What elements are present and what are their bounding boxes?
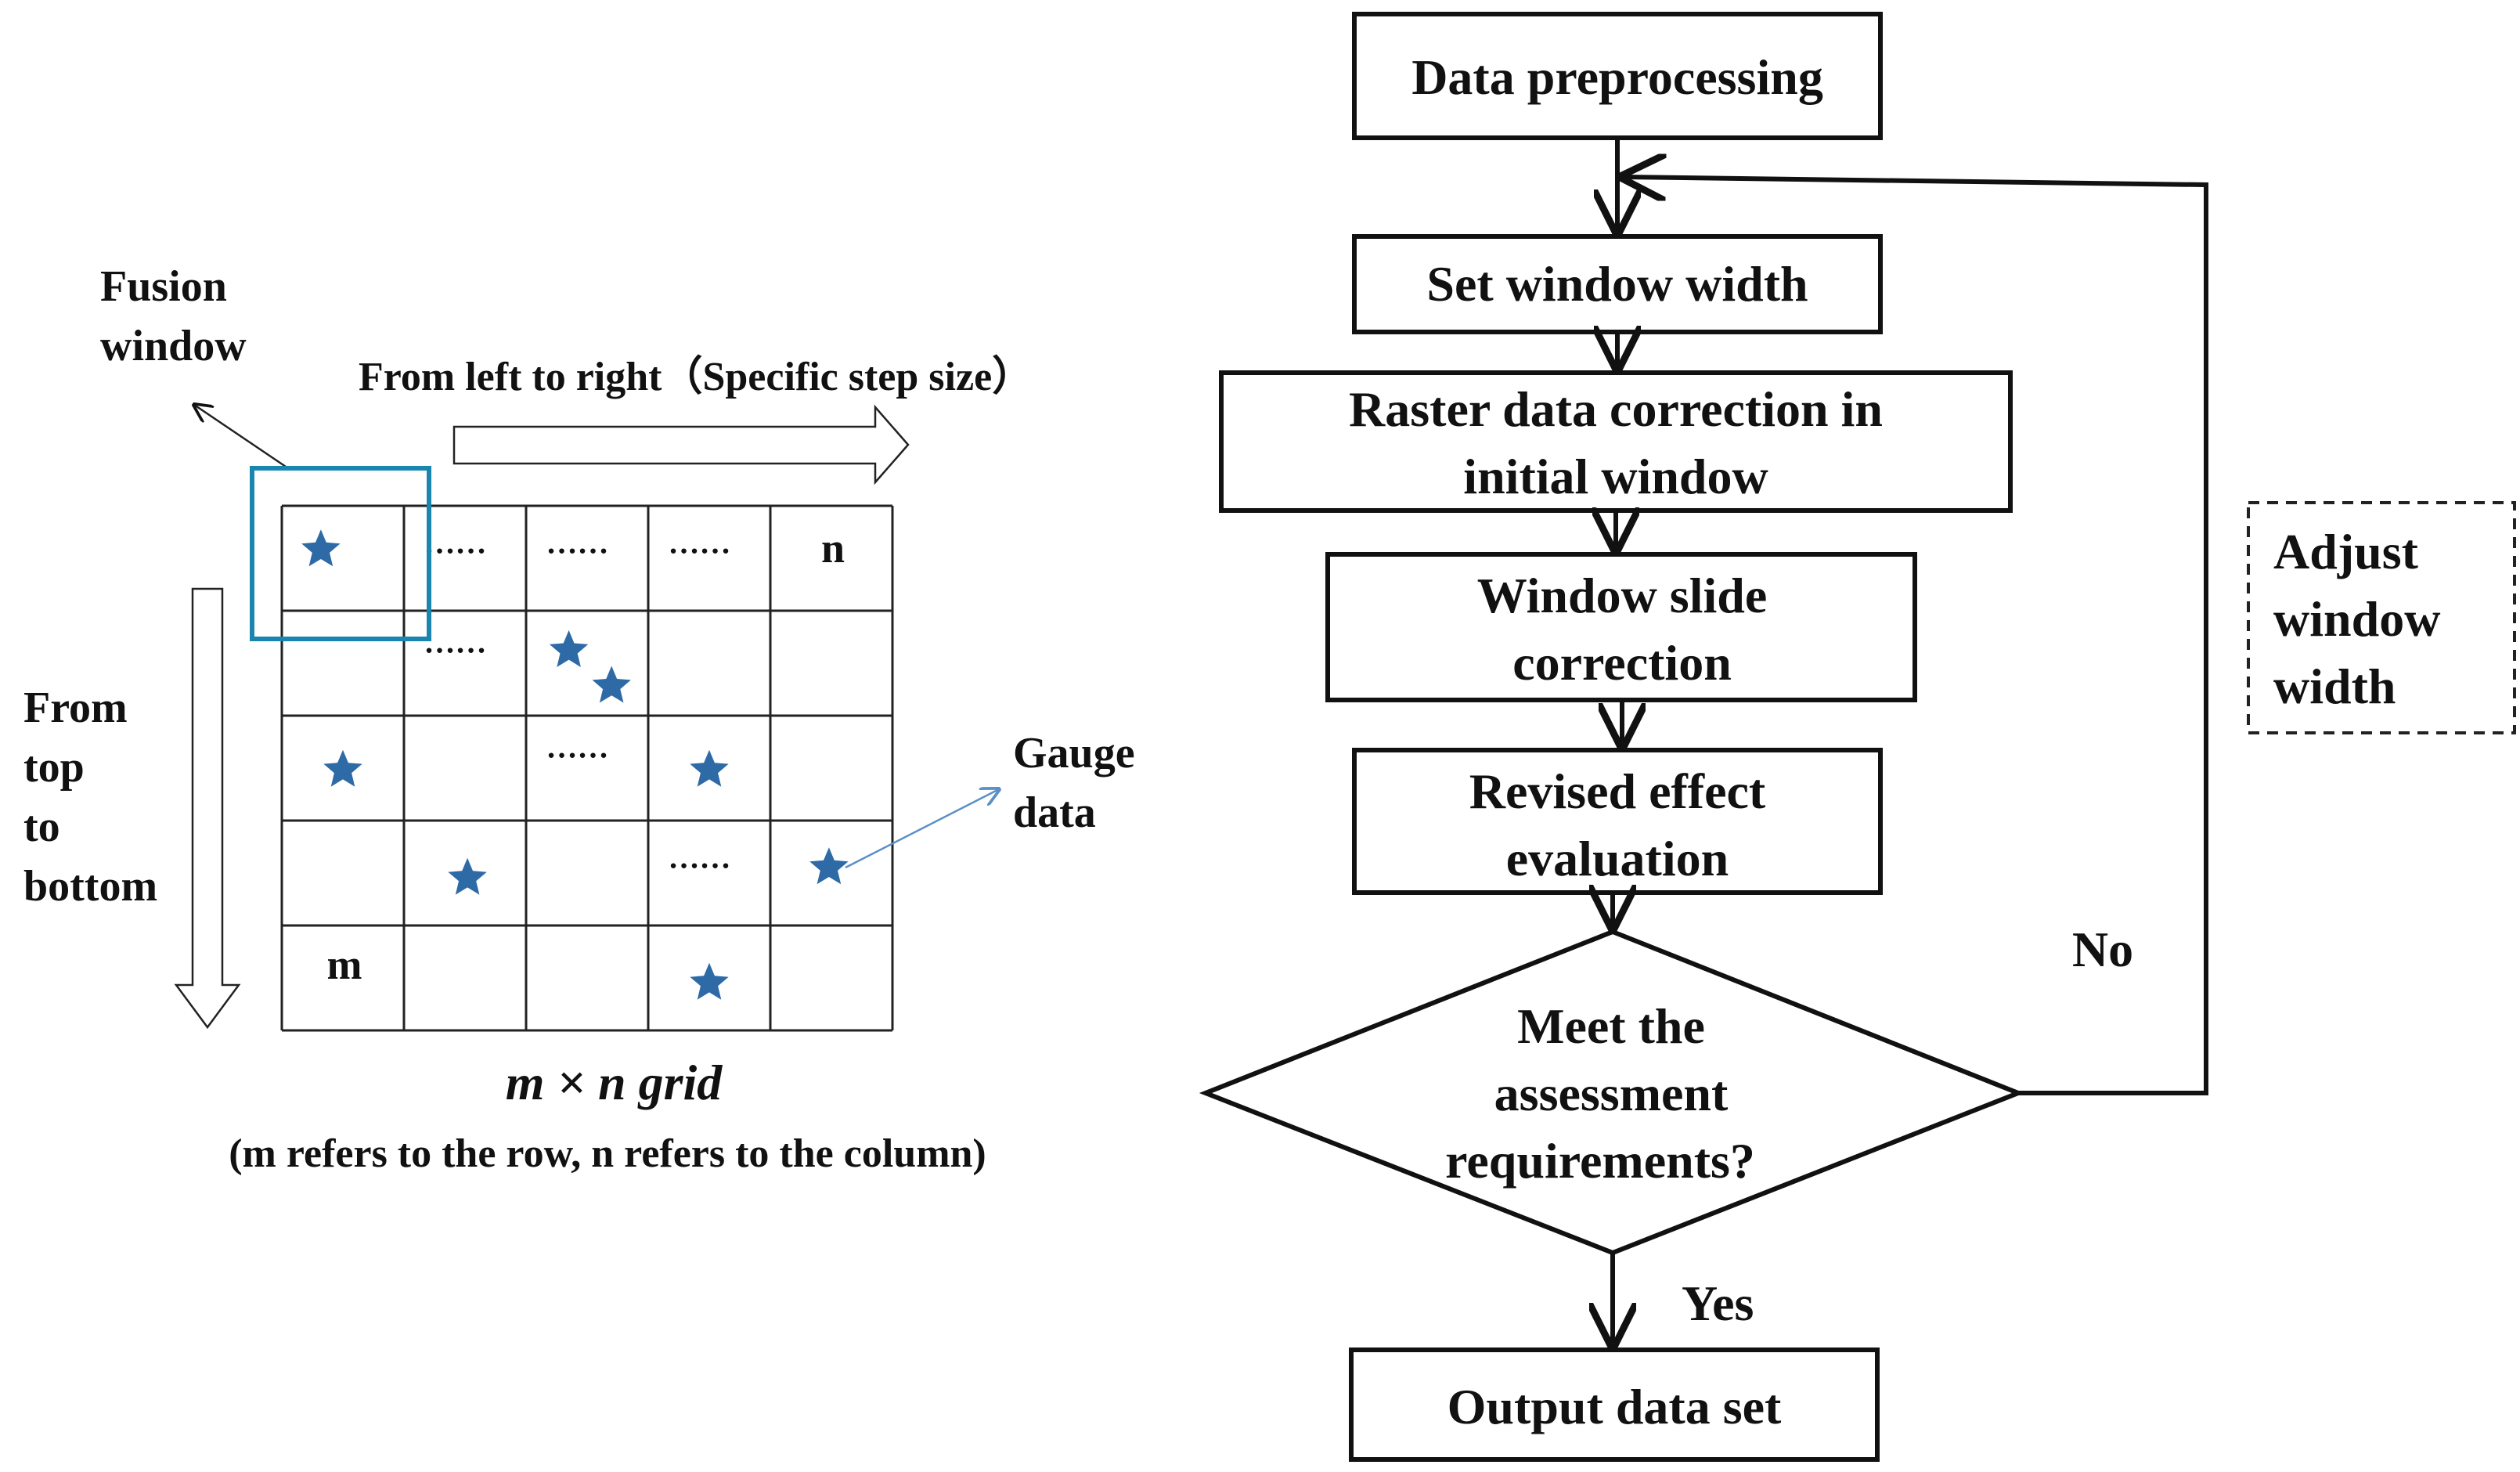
gauge-data-label-line1: Gauge bbox=[1013, 729, 1135, 777]
direction-vertical-line4: bottom bbox=[23, 862, 157, 911]
grid-ellipsis: …… bbox=[546, 525, 609, 560]
grid-panel: Fusion window From left to right（Specifi… bbox=[23, 262, 1135, 1176]
gauge-star-icon bbox=[301, 529, 341, 567]
step-revised-effect-evaluation-line2: evaluation bbox=[1506, 831, 1729, 886]
gauge-data-arrow bbox=[845, 789, 999, 869]
fusion-window-frame bbox=[250, 466, 431, 641]
step-raster-correction-line1: Raster data correction in bbox=[1349, 381, 1883, 437]
adjust-line1: Adjust bbox=[2273, 524, 2419, 579]
vertical-direction-arrow bbox=[174, 587, 241, 1030]
decision-line1: Meet the bbox=[1517, 998, 1705, 1054]
grid-title: m × n grid bbox=[506, 1055, 723, 1110]
gauge-star-icon bbox=[809, 847, 849, 885]
grid-ellipsis: …… bbox=[546, 730, 609, 765]
decision-line2: assessment bbox=[1494, 1066, 1729, 1121]
step-set-window-width bbox=[1352, 234, 1883, 334]
gauge-star-icon bbox=[549, 630, 589, 667]
m-by-n-grid bbox=[280, 504, 894, 1032]
adjust-line3: width bbox=[2273, 658, 2396, 714]
horizontal-direction-arrow bbox=[452, 404, 910, 485]
step-window-slide-correction-line2: correction bbox=[1512, 635, 1732, 691]
feedback-loop-no bbox=[1624, 177, 2208, 1095]
gauge-star-icon bbox=[690, 749, 729, 787]
grid-caption: (m refers to the row, n refers to the co… bbox=[229, 1131, 986, 1176]
gauge-data-label-line2: data bbox=[1013, 788, 1096, 837]
label-no: No bbox=[2072, 922, 2133, 977]
step-set-window-width-label: Set window width bbox=[1426, 256, 1808, 312]
gauge-star-icon bbox=[690, 962, 729, 1000]
grid-ellipsis: …… bbox=[669, 525, 731, 560]
flowchart: Data preprocessing Set window width Rast… bbox=[1199, 12, 2516, 1462]
direction-horizontal-label: From left to right（Specific step size） bbox=[359, 354, 1033, 399]
direction-vertical-line1: From bbox=[23, 684, 128, 732]
grid-ellipsis: …… bbox=[424, 525, 487, 560]
grid-row-label: m bbox=[327, 941, 362, 988]
gauge-star-icon bbox=[448, 857, 487, 895]
direction-vertical-line2: top bbox=[23, 743, 85, 792]
fusion-window-label-line1: Fusion bbox=[100, 262, 227, 311]
direction-vertical-line3: to bbox=[23, 803, 60, 851]
step-window-slide-correction bbox=[1325, 552, 1917, 702]
step-revised-effect-evaluation bbox=[1352, 748, 1883, 895]
step-window-slide-correction-line1: Window slide bbox=[1477, 568, 1768, 623]
decision-line3: requirements? bbox=[1445, 1133, 1755, 1189]
step-output-data-set bbox=[1349, 1348, 1880, 1462]
adjust-window-width-note bbox=[2247, 501, 2516, 734]
gauge-star-icon bbox=[323, 749, 362, 787]
step-raster-correction bbox=[1219, 370, 2013, 513]
grid-col-label: n bbox=[821, 525, 845, 572]
step-output-data-set-label: Output data set bbox=[1447, 1379, 1782, 1434]
adjust-line2: window bbox=[2273, 591, 2440, 647]
grid-ellipsis: …… bbox=[424, 625, 487, 660]
gauge-stars bbox=[301, 529, 849, 1000]
step-data-preprocessing bbox=[1352, 12, 1883, 140]
label-yes: Yes bbox=[1682, 1275, 1754, 1331]
grid-ellipsis: …… bbox=[669, 839, 731, 875]
step-revised-effect-evaluation-line1: Revised effect bbox=[1469, 763, 1766, 819]
step-data-preprocessing-label: Data preprocessing bbox=[1411, 49, 1823, 105]
fusion-window-pointer bbox=[194, 405, 287, 468]
grid-ellipses: …… …… …… …… …… …… bbox=[424, 525, 731, 875]
gauge-star-icon bbox=[592, 666, 631, 703]
step-raster-correction-line2: initial window bbox=[1463, 449, 1768, 504]
fusion-window-label-line2: window bbox=[100, 322, 247, 370]
